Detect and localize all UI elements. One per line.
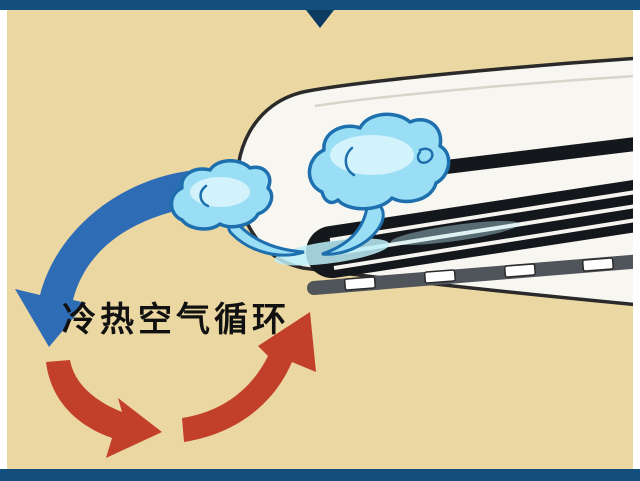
hot-air-arrow-2 <box>182 312 316 442</box>
air-puff-right-tail <box>321 198 385 256</box>
air-stream-glow-far <box>390 220 520 246</box>
air-puff-right-highlight <box>330 135 414 175</box>
cold-air-arrow <box>15 170 200 347</box>
caption-label: 冷热空气循环 <box>62 300 290 340</box>
top-center-marker-icon <box>306 10 334 28</box>
top-frame-bar <box>0 0 640 10</box>
unit-upper-slot-vent <box>431 137 633 175</box>
air-puff-left-swirl <box>199 184 210 208</box>
air-puff-right-curl <box>416 147 434 164</box>
air-puff-left-highlight <box>190 177 250 207</box>
unit-louvers <box>343 257 614 291</box>
bottom-frame-bar <box>0 469 640 481</box>
hot-air-arrow-1 <box>46 360 162 458</box>
air-puff-right-swirl <box>344 146 356 177</box>
unit-top-seam <box>314 74 633 108</box>
airflow <box>169 112 520 266</box>
